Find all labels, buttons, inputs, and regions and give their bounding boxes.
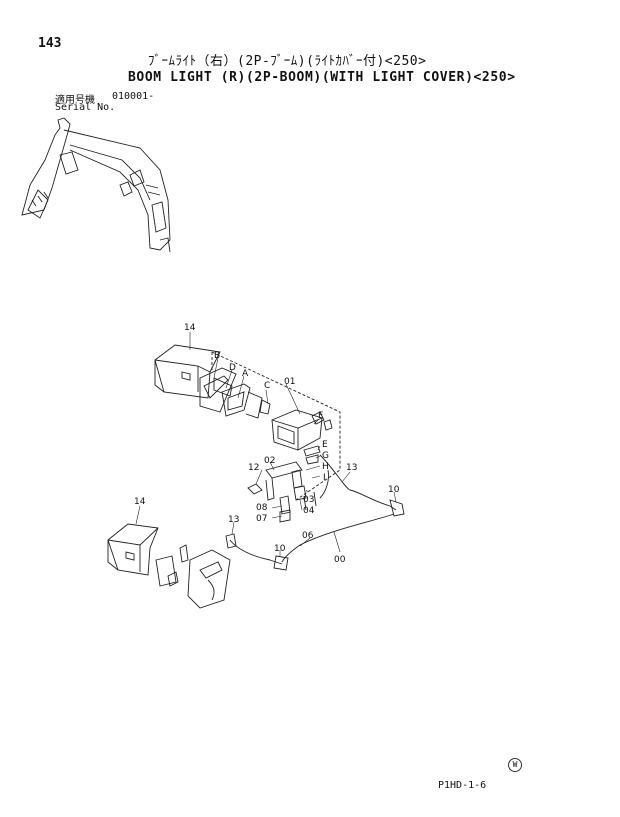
label-13-upper: 13 xyxy=(346,463,357,473)
footer-code: P1HD-1-6 xyxy=(438,780,487,791)
label-g: G xyxy=(322,451,329,461)
assembly-outline-frame xyxy=(211,351,341,501)
label-01: 01 xyxy=(284,377,295,387)
light-cover-lower xyxy=(107,523,159,576)
label-13-lower: 13 xyxy=(228,515,239,525)
main-harness xyxy=(225,513,395,571)
serial-label-japanese: 適用号機 xyxy=(55,95,95,106)
light-cover-upper xyxy=(154,344,221,399)
label-14-upper: 14 xyxy=(184,323,196,333)
lamp-body xyxy=(271,409,333,451)
label-06: 06 xyxy=(302,531,314,541)
label-f: F xyxy=(318,411,323,421)
label-d: D xyxy=(229,363,236,373)
leader-lines xyxy=(135,332,397,556)
label-i: I xyxy=(323,473,326,483)
serial-label-english: Serial No. xyxy=(55,102,116,113)
label-10-lower: 10 xyxy=(274,544,286,554)
label-c: C xyxy=(264,381,270,391)
label-14-lower: 14 xyxy=(134,497,146,507)
label-10-upper: 10 xyxy=(388,485,400,495)
label-e: E xyxy=(322,440,328,450)
publisher-mark: W xyxy=(508,758,522,772)
title-english: BOOM LIGHT (R)(2P-BOOM)(WITH LIGHT COVER… xyxy=(128,70,516,85)
serial-value: 010001- xyxy=(112,91,155,102)
lower-lamp-bracket xyxy=(155,544,231,609)
label-b: B xyxy=(214,351,220,361)
label-a: A xyxy=(242,369,249,379)
wire-harness-upper xyxy=(319,454,405,517)
label-07: 07 xyxy=(256,514,267,524)
label-h: H xyxy=(322,462,329,472)
lens-assembly xyxy=(199,367,271,419)
label-12: 12 xyxy=(248,463,259,473)
label-03: 03 xyxy=(303,495,314,505)
label-08: 08 xyxy=(256,503,268,513)
bracket-and-bolts xyxy=(247,445,321,523)
label-00: 00 xyxy=(334,555,346,565)
label-04: 04 xyxy=(303,506,315,516)
page-number: 143 xyxy=(38,36,62,51)
excavator-outline-drawing xyxy=(21,117,171,253)
label-02: 02 xyxy=(264,456,275,466)
title-japanese: ﾌﾞｰﾑﾗｲﾄ（右）(2P-ﾌﾞｰﾑ)(ﾗｲﾄｶﾊﾞｰ付)<250> xyxy=(148,54,427,69)
